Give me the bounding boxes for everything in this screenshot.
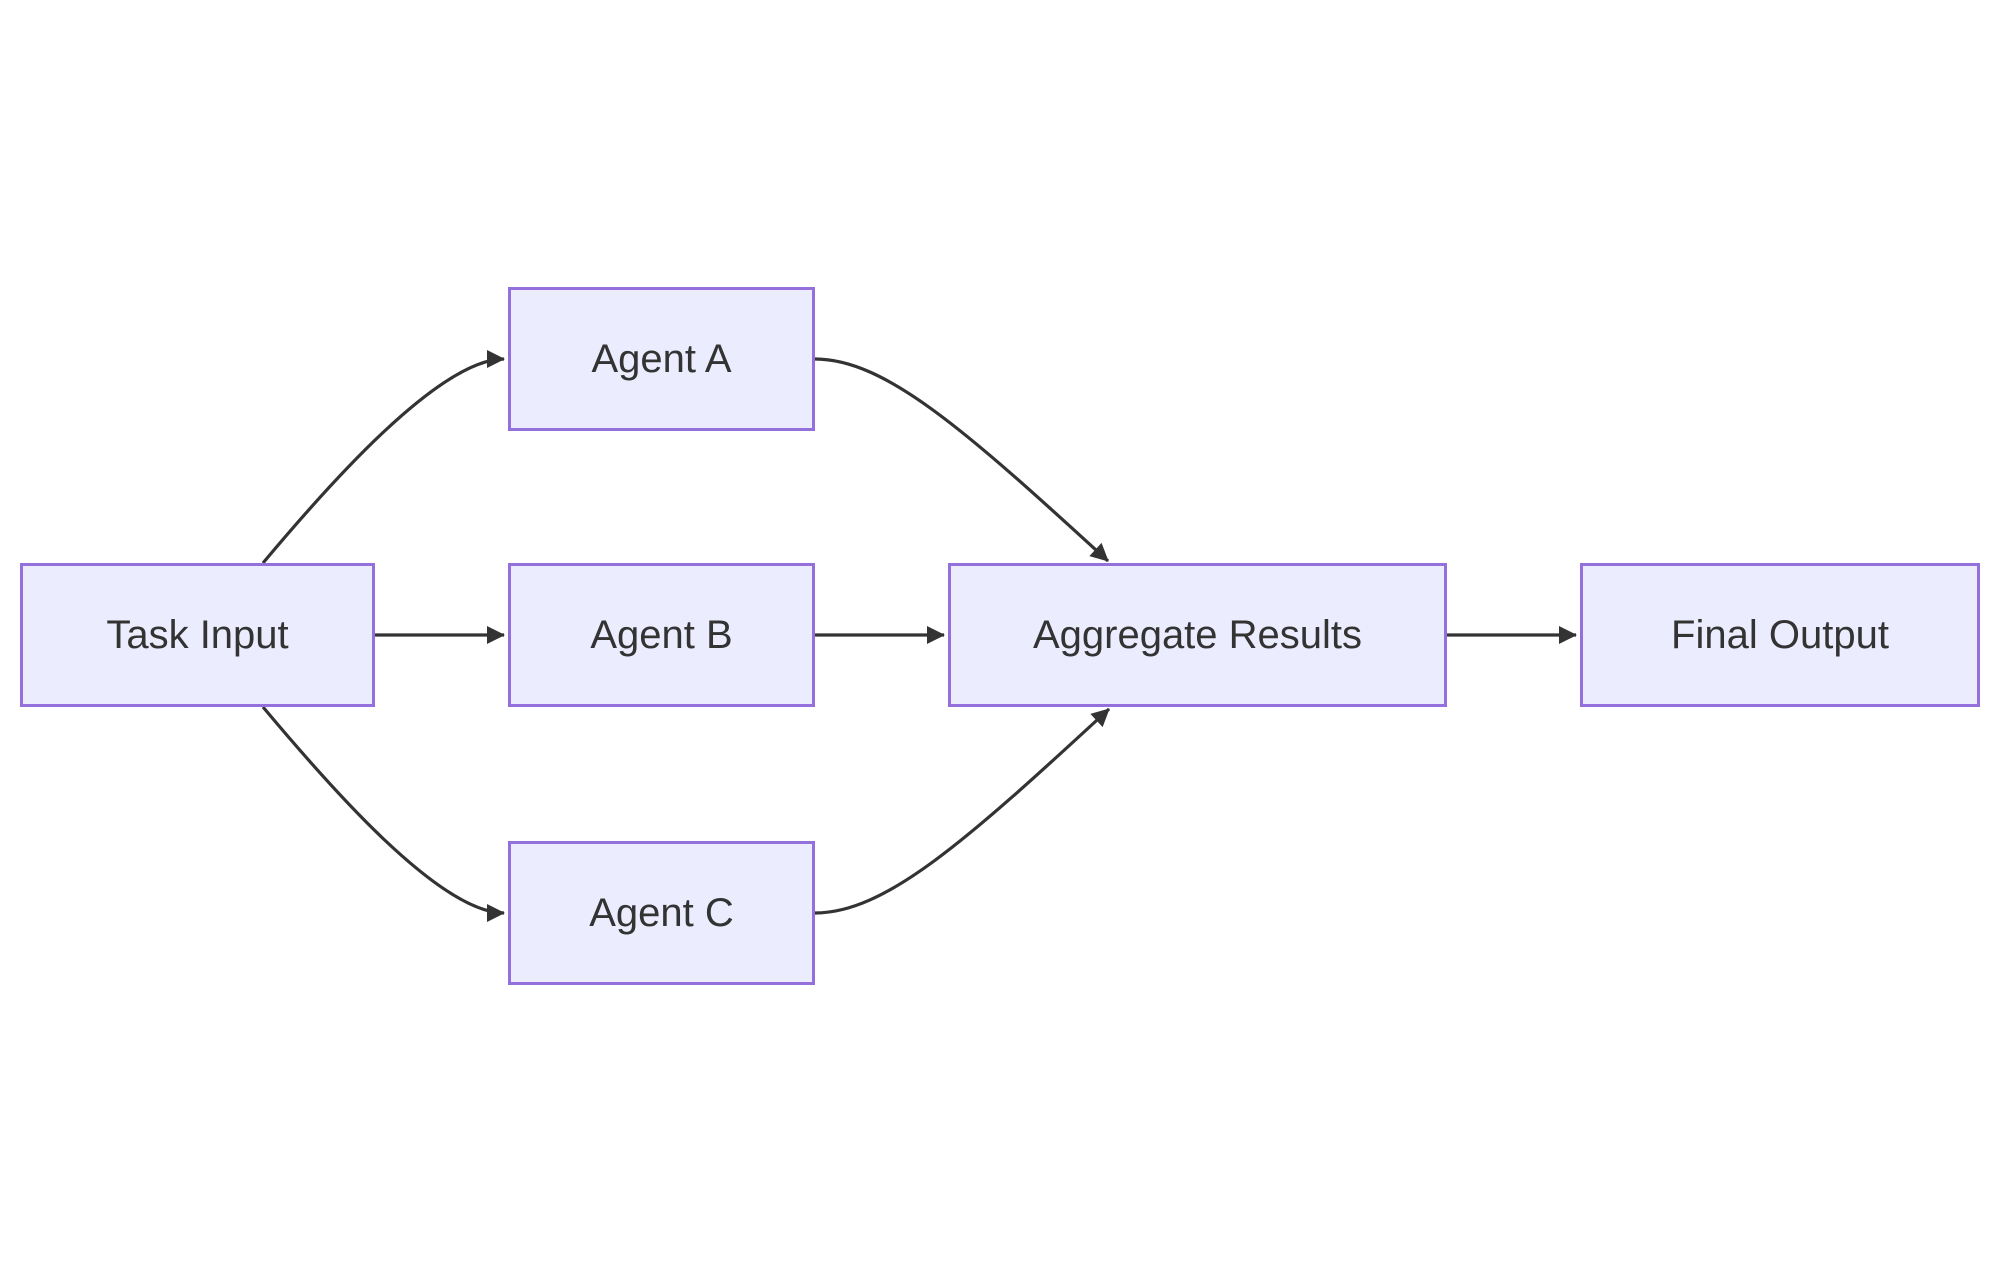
edge-task-input-to-agent-c [261, 705, 505, 922]
node-aggregate-results: Aggregate Results [948, 563, 1447, 707]
node-agent-c: Agent C [508, 841, 815, 985]
node-agent-b: Agent B [508, 563, 815, 707]
node-agent-c-label: Agent C [589, 891, 734, 935]
node-final-output: Final Output [1580, 563, 1980, 707]
node-final-output-label: Final Output [1671, 613, 1889, 657]
edge-task-input-to-agent-a [261, 350, 505, 565]
node-aggregate-results-label: Aggregate Results [1032, 613, 1363, 657]
node-task-input: Task Input [20, 563, 375, 707]
node-agent-b-label: Agent B [590, 613, 733, 657]
edge-agent-c-to-aggregate-results [814, 707, 1111, 915]
node-task-input-label: Task Input [106, 613, 289, 657]
node-agent-a: Agent A [508, 287, 815, 431]
edge-agent-a-to-aggregate-results [814, 357, 1110, 563]
node-agent-a-label: Agent A [591, 337, 732, 381]
